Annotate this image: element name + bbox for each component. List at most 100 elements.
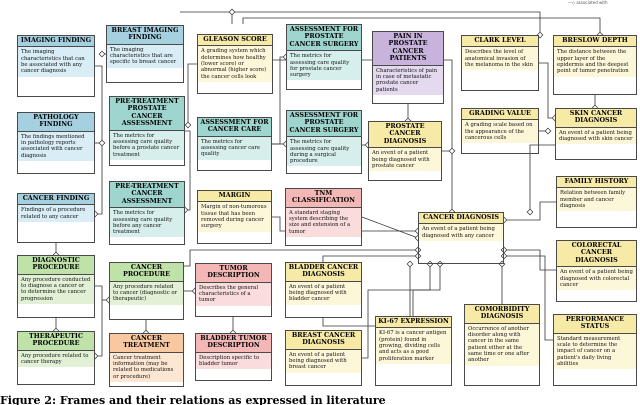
node-description: An event of a patient being diagnosed wi…: [286, 349, 361, 373]
node-title: KI-67 EXPRESSION: [376, 317, 451, 329]
node-description: Any procedure related to cancer (diagnos…: [110, 281, 183, 305]
node-title: IMAGING FINDING: [18, 36, 94, 48]
node-description: The imaging characteristics that are spe…: [107, 44, 183, 68]
node-bladder-diagnosis[interactable]: BLADDER CANCER DIAGNOSIS An event of a p…: [285, 262, 362, 318]
relation-diamond: [98, 139, 106, 147]
node-description: Standard measurement scale to determine …: [554, 333, 636, 370]
node-description: Any procedure conducted to diagnose a ca…: [18, 274, 94, 304]
node-performance-status[interactable]: PERFORMANCE STATUS Standard measurement …: [553, 314, 637, 386]
relation-edge: [95, 65, 103, 215]
node-title: COLORECTAL CANCER DIAGNOSIS: [557, 241, 636, 268]
relation-diamond: [436, 260, 444, 268]
node-title: PRE-TREATMENT PROSTATE CANCER ASSESSMENT: [110, 97, 184, 131]
node-title: BLADDER TUMOR DESCRIPTION: [196, 334, 271, 353]
node-description: The metrics for assessing cancer care qu…: [198, 136, 271, 160]
node-tnm-classification[interactable]: TNM CLASSIFICATION A standard staging sy…: [285, 188, 362, 246]
node-grading-value[interactable]: GRADING VALUE A grading scale based on t…: [461, 108, 539, 154]
node-description: Any procedure related to cancer therapy: [18, 350, 94, 368]
relation-edge: [362, 264, 431, 359]
node-breslow-depth[interactable]: BRESLOW DEPTH The distance between the u…: [553, 35, 637, 95]
node-ki67-expression[interactable]: KI-67 EXPRESSION KI-67 is a cancer antig…: [375, 316, 452, 386]
node-title: PERFORMANCE STATUS: [554, 315, 636, 334]
node-title: PRE-TREATMENT CANCER ASSESSMENT: [110, 182, 184, 209]
node-assessment-prostate-surgery-2[interactable]: ASSESSMENT FOR PROSTATE CANCER SURGERY T…: [286, 110, 362, 174]
node-skin-diagnosis[interactable]: SKIN CANCER DIAGNOSIS An event of a pati…: [555, 108, 637, 160]
node-description: Describes the general characteristics of…: [196, 282, 271, 306]
node-title: SKIN CANCER DIAGNOSIS: [556, 109, 636, 128]
node-description: An event of a patient being diagnosed wi…: [369, 148, 441, 172]
relation-edge: [504, 249, 556, 271]
node-description: A standard staging system describing the…: [286, 207, 361, 237]
node-description: Description specific to bladder tumor: [196, 352, 271, 370]
node-title: CLARK LEVEL: [462, 36, 538, 48]
node-description: The distance between the upper layer of …: [554, 47, 636, 77]
node-breast-imaging-finding[interactable]: BREAST IMAGING FINDING The imaging chara…: [106, 25, 184, 83]
node-margin[interactable]: MARGIN Margin of non-tumorous tissue tha…: [197, 190, 272, 244]
node-title: COMORBIDITY DIAGNOSIS: [465, 305, 539, 324]
node-assessment-prostate-surgery[interactable]: ASSESSMENT FOR PROSTATE CANCER SURGERY T…: [286, 24, 362, 90]
node-tumor-description[interactable]: TUMOR DESCRIPTION Describes the general …: [195, 263, 272, 317]
relation-edge: [529, 144, 555, 212]
node-title: PATHOLOGY FINDING: [18, 113, 94, 132]
node-pain-prostate[interactable]: PAIN IN PROSTATE CANCER PATIENTS Charact…: [372, 31, 444, 104]
node-assessment-cancer-care[interactable]: ASSESSMENT FOR CANCER CARE The metrics f…: [197, 117, 272, 171]
relation-diamond: [448, 147, 456, 155]
node-cancer-treatment[interactable]: CANCER TREATMENT Cancer treatment inform…: [109, 333, 184, 387]
node-bladder-tumor-description[interactable]: BLADDER TUMOR DESCRIPTION Description sp…: [195, 333, 272, 381]
node-cancer-diagnosis[interactable]: CANCER DIAGNOSIS An event of a patient b…: [418, 212, 504, 264]
relation-diamond: [228, 8, 236, 16]
node-description: Occurrence of another disorder along wit…: [465, 323, 539, 366]
relation-edge: [322, 255, 418, 262]
node-title: DIAGNOSTIC PROCEDURE: [18, 256, 94, 275]
node-description: The findings mentioned in pathology repo…: [18, 131, 94, 161]
node-pre-treatment-cancer[interactable]: PRE-TREATMENT CANCER ASSESSMENT The metr…: [109, 181, 185, 245]
relation-diamond: [500, 246, 508, 254]
relation-edge: [231, 11, 541, 35]
relation-edge: [539, 62, 555, 119]
relation-edge: [272, 56, 286, 145]
node-family-history[interactable]: FAMILY HISTORY Relation between family m…: [556, 176, 637, 228]
node-title: BREAST CANCER DIAGNOSIS: [286, 331, 361, 350]
node-description: An event of a patient being diagnosed wi…: [557, 267, 636, 291]
node-diagnostic-procedure[interactable]: DIAGNOSTIC PROCEDURE Any procedure condu…: [17, 255, 95, 318]
relation-diamond: [184, 121, 192, 129]
node-therapeutic-procedure[interactable]: THERAPEUTIC PROCEDURE Any procedure rela…: [17, 331, 95, 385]
node-prostate-diagnosis[interactable]: PROSTATE CANCER DIAGNOSIS An event of a …: [368, 121, 442, 181]
node-pathology-finding[interactable]: PATHOLOGY FINDING The findings mentioned…: [17, 112, 95, 174]
relation-edge: [187, 63, 197, 125]
relation-edge: [322, 264, 411, 327]
node-title: CANCER PROCEDURE: [110, 263, 183, 282]
relation-edge: [95, 285, 103, 357]
node-cancer-procedure[interactable]: CANCER PROCEDURE Any procedure related t…: [109, 262, 184, 320]
node-gleason-score[interactable]: GLEASON SCORE A grading system which det…: [197, 34, 273, 94]
node-title: ASSESSMENT FOR PROSTATE CANCER SURGERY: [287, 25, 361, 52]
node-title: GRADING VALUE: [462, 109, 538, 121]
relation-edge: [185, 130, 191, 211]
node-title: TUMOR DESCRIPTION: [196, 264, 271, 283]
node-imaging-finding[interactable]: IMAGING FINDING The imaging characterist…: [17, 35, 95, 97]
relation-diamond: [406, 260, 414, 268]
node-title: CANCER DIAGNOSIS: [419, 213, 503, 225]
node-description: Relation between family member and cance…: [557, 188, 636, 212]
node-clark-level[interactable]: CLARK LEVEL Describes the level of anato…: [461, 35, 539, 91]
node-title: BLADDER CANCER DIAGNOSIS: [286, 263, 361, 282]
node-breast-diagnosis[interactable]: BREAST CANCER DIAGNOSIS An event of a pa…: [285, 330, 362, 386]
node-description: KI-67 is a cancer antigen (protein) foun…: [376, 328, 451, 364]
relation-edge: [442, 150, 453, 212]
node-cancer-finding[interactable]: CANCER FINDING Findings of a procedure r…: [17, 193, 95, 243]
node-comorbidity-diagnosis[interactable]: COMORBIDITY DIAGNOSIS Occurrence of anot…: [464, 304, 540, 386]
node-colorectal-diagnosis[interactable]: COLORECTAL CANCER DIAGNOSIS An event of …: [556, 240, 637, 302]
relation-diamond: [500, 252, 508, 260]
node-pre-treatment-prostate[interactable]: PRE-TREATMENT PROSTATE CANCER ASSESSMENT…: [109, 96, 185, 166]
node-title: MARGIN: [198, 191, 271, 203]
node-title: PROSTATE CANCER DIAGNOSIS: [369, 122, 441, 149]
node-description: An event of a patient being diagnosed wi…: [419, 224, 503, 241]
node-title: BRESLOW DEPTH: [554, 36, 636, 48]
node-title: PAIN IN PROSTATE CANCER PATIENTS: [373, 32, 443, 66]
node-description: The metrics for assessing care quality d…: [287, 137, 361, 167]
node-title: BREAST IMAGING FINDING: [107, 26, 183, 45]
node-description: An event of a patient being diagnosed wi…: [556, 127, 636, 145]
node-description: Margin of non-tumorous tissue that has b…: [198, 202, 271, 232]
node-title: TNM CLASSIFICATION: [286, 189, 361, 208]
